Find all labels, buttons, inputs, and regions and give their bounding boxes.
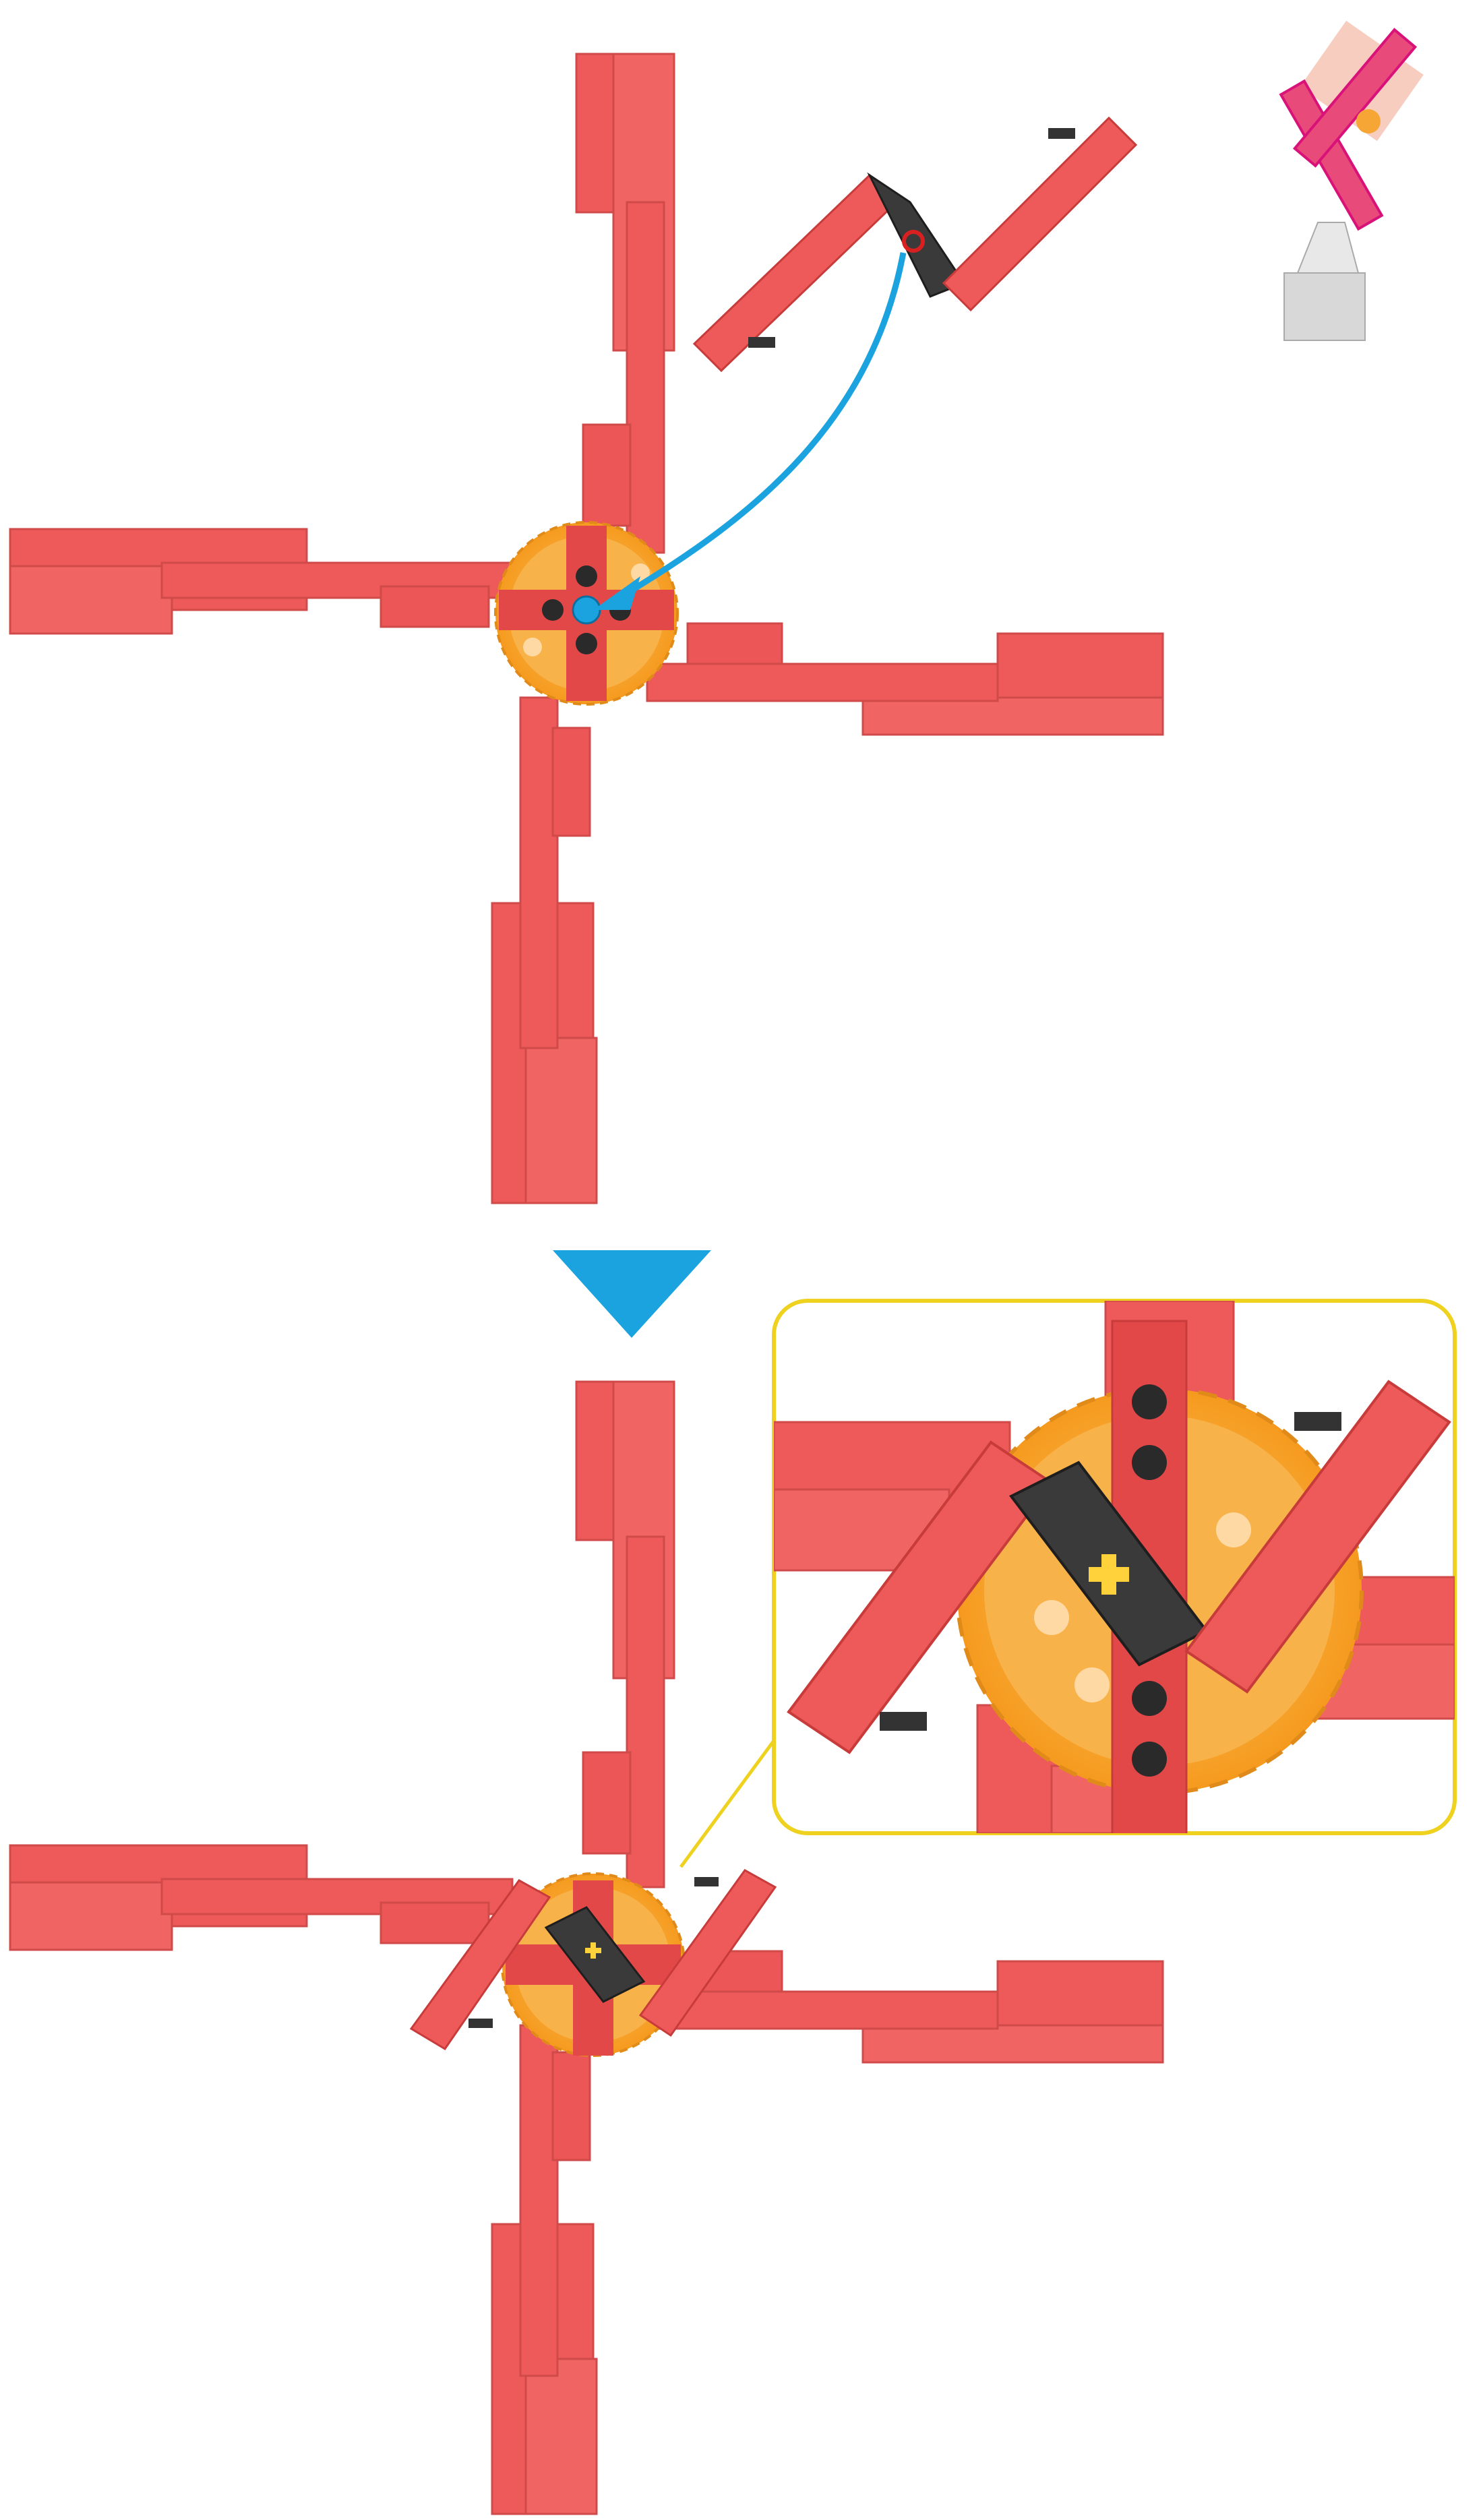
blade-left <box>10 529 512 634</box>
callout-pointer <box>681 1739 782 1867</box>
step-before-assembly <box>10 21 1424 1203</box>
blade-top-after <box>576 1382 674 1887</box>
blade-right <box>647 623 1163 735</box>
blade-top <box>576 54 674 553</box>
down-triangle-icon <box>553 1250 711 1338</box>
zoom-callout <box>774 1301 1455 1840</box>
blade-bottom-after <box>492 2025 597 2514</box>
blade-left-after <box>10 1845 512 1950</box>
gear-hub <box>495 522 677 704</box>
blade-right-after <box>647 1951 1163 2062</box>
loose-beam-assembly <box>694 118 1136 371</box>
step-after-assembly <box>10 1301 1455 2514</box>
windmill-model-thumbnail <box>1281 21 1424 340</box>
blade-bottom <box>492 698 597 1203</box>
